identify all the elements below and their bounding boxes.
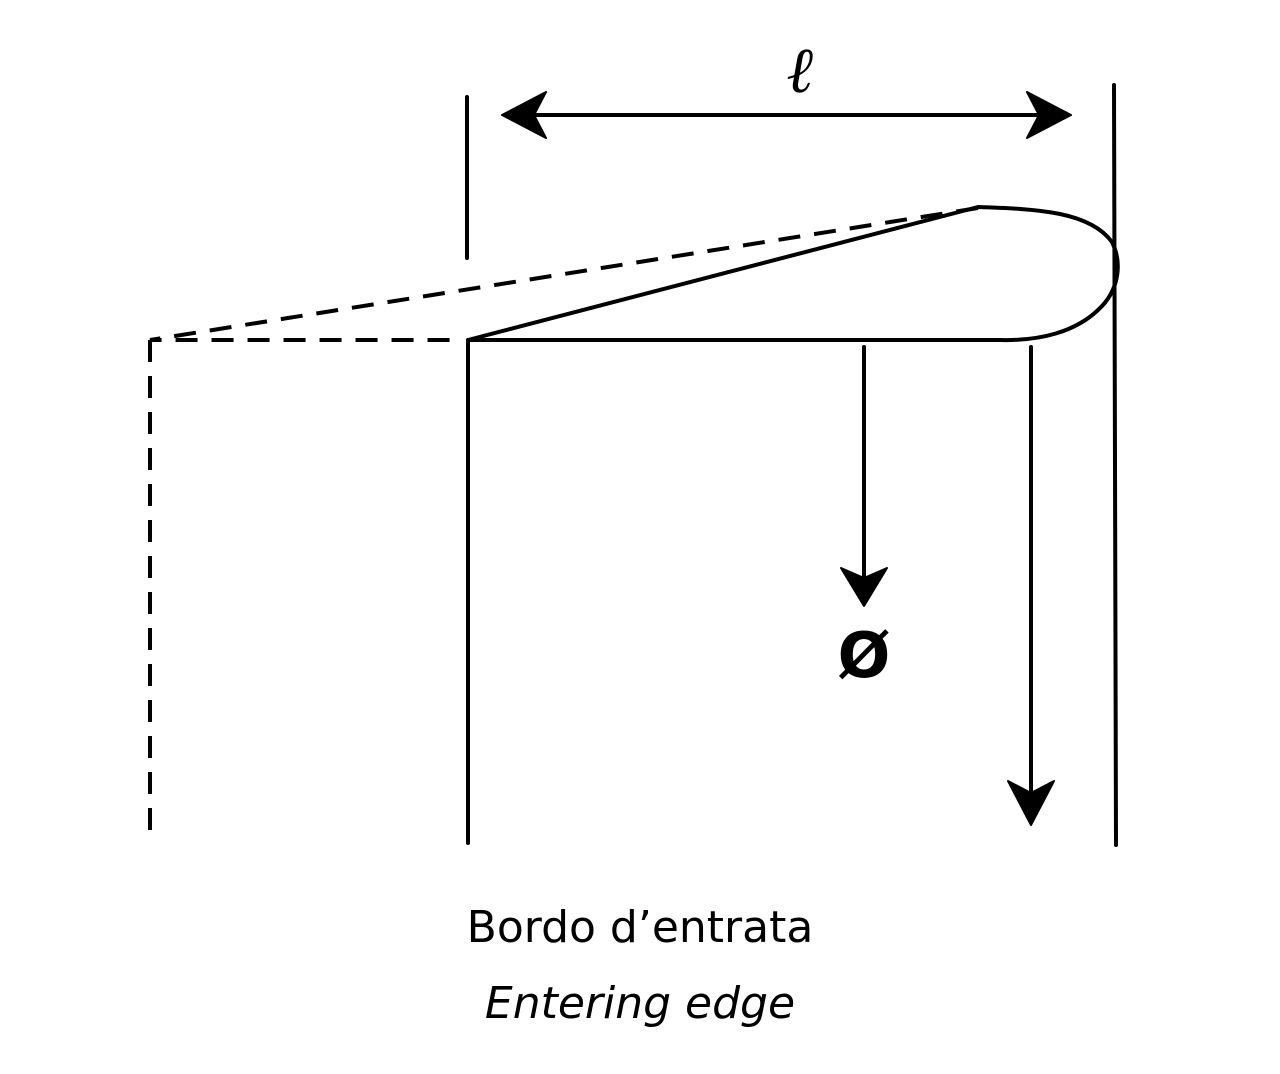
caption-italian: Bordo d’entrata: [466, 902, 814, 953]
entering-edge-profile: [466, 205, 1120, 343]
original-edge-dashed-outline: [149, 206, 979, 342]
diameter-arrow-head: [840, 567, 888, 607]
flow-direction-arrow-head: [1007, 780, 1055, 826]
caption-english: Entering edge: [484, 978, 796, 1029]
length-arrow-right-head: [1026, 91, 1072, 139]
length-arrow-left-head: [501, 91, 547, 139]
right-blade-wall-line: [1112, 83, 1118, 847]
length-symbol-label: ℓ: [787, 33, 814, 108]
diameter-symbol-label: Ø: [838, 619, 891, 692]
